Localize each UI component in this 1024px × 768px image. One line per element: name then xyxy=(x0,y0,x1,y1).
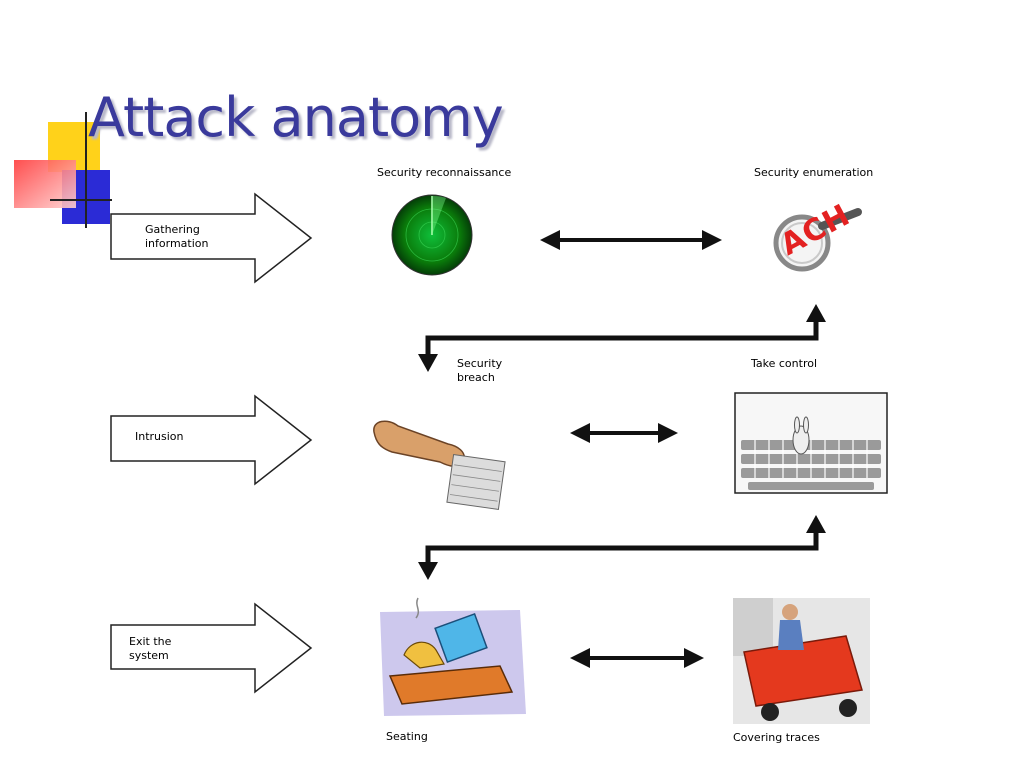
double-arrow-breach-control xyxy=(570,423,678,443)
take-control-image xyxy=(734,392,888,494)
stage-label-exit: Exit the system xyxy=(129,635,172,662)
hand-keyboard-image xyxy=(373,420,506,510)
connector-enum-to-breach xyxy=(425,320,819,356)
step-label-seating: Seating xyxy=(386,730,428,743)
double-arrow-recon-enum xyxy=(540,230,722,250)
covering-traces-image xyxy=(733,598,870,724)
magnifier-image xyxy=(773,208,862,272)
connector-control-to-seating xyxy=(425,532,819,564)
stage-label-gathering: Gathering information xyxy=(145,223,209,250)
double-arrow-seating-covering xyxy=(570,648,704,668)
stage-arrow-intrusion xyxy=(110,394,313,486)
stage-arrow-gathering xyxy=(110,192,313,284)
step-label-reconnaissance: Security reconnaissance xyxy=(377,166,512,179)
slide-title: Attack anatomy xyxy=(88,86,504,149)
step-label-covering: Covering traces xyxy=(733,731,820,744)
step-label-control: Take control xyxy=(751,357,818,370)
step-label-breach: Security breach xyxy=(457,357,503,384)
stage-label-intrusion: Intrusion xyxy=(135,430,184,443)
step-label-enumeration: Security enumeration xyxy=(754,166,874,179)
seating-image xyxy=(380,597,526,716)
radar-image xyxy=(391,194,473,276)
stage-arrow-exit xyxy=(110,602,313,694)
